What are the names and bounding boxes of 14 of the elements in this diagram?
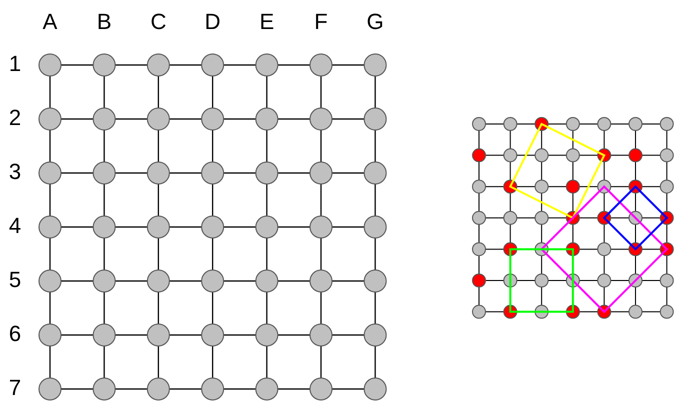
row-label: 1 [8, 52, 22, 76]
row-label: 5 [8, 268, 22, 292]
row-label: 4 [8, 214, 22, 238]
column-label: G [366, 10, 385, 34]
row-label: 2 [8, 106, 22, 130]
column-label: C [149, 10, 168, 34]
column-label: B [96, 10, 113, 34]
column-label: A [42, 10, 58, 34]
column-label: F [313, 10, 329, 34]
column-label: E [258, 10, 276, 34]
row-label: 3 [8, 160, 22, 184]
column-label: D [204, 10, 222, 34]
row-label: 6 [8, 322, 22, 346]
row-label: 7 [8, 376, 22, 400]
